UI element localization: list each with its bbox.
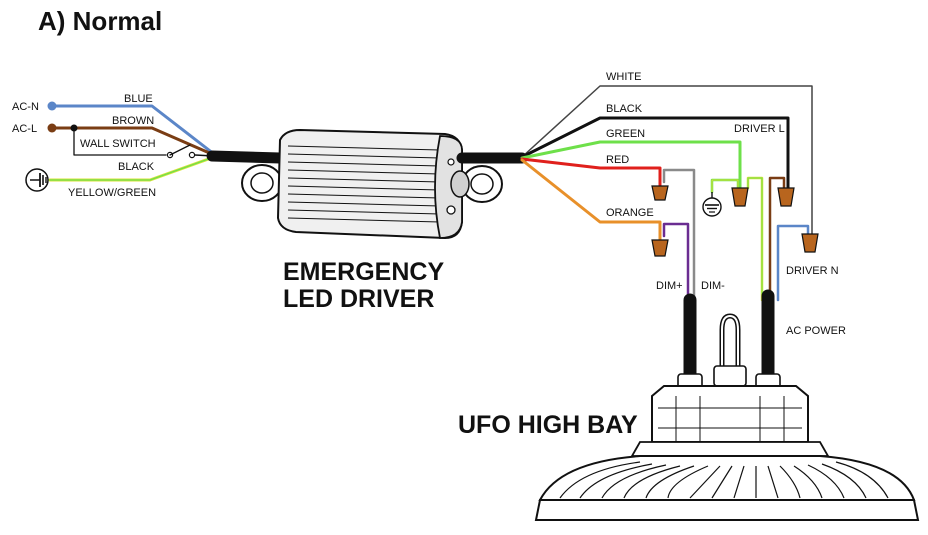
ac-l-label: AC-L bbox=[12, 123, 37, 135]
white-wire bbox=[521, 85, 813, 237]
input-cable bbox=[206, 150, 286, 164]
black-out-label: BLACK bbox=[606, 103, 643, 115]
ufo-high-bay bbox=[534, 289, 920, 521]
green-wire bbox=[520, 140, 742, 192]
diagram-title: A) Normal bbox=[38, 6, 162, 36]
wall-switch-wire bbox=[73, 127, 167, 156]
ground-icon-output bbox=[702, 192, 722, 217]
red-wire bbox=[520, 157, 662, 190]
green-label: GREEN bbox=[606, 128, 645, 140]
wall-switch-label: WALL SWITCH bbox=[80, 138, 156, 150]
dim-minus-label: DIM- bbox=[701, 280, 725, 292]
ac-n-label: AC-N bbox=[12, 101, 39, 113]
black-out-wire bbox=[520, 116, 790, 192]
driver-n-label: DRIVER N bbox=[786, 265, 839, 277]
fixture-name: UFO HIGH BAY bbox=[458, 411, 638, 439]
dim-plus-wire bbox=[662, 222, 690, 312]
white-label: WHITE bbox=[606, 71, 641, 83]
output-wires bbox=[520, 85, 819, 312]
dim-minus-wire bbox=[662, 168, 696, 312]
wire-nut-icon-black bbox=[777, 187, 795, 207]
wire-nut-icon-red bbox=[651, 185, 669, 201]
ground-icon bbox=[25, 168, 49, 192]
brown-wire bbox=[50, 126, 216, 157]
dim-plus-label: DIM+ bbox=[656, 280, 683, 292]
switch-contact-icon bbox=[166, 151, 174, 159]
red-label: RED bbox=[606, 154, 629, 166]
ac-power-yg-wire bbox=[746, 176, 764, 302]
yellow-green-label: YELLOW/GREEN bbox=[68, 187, 156, 199]
yellow-green-wire-stripe bbox=[49, 156, 215, 181]
black-in-label: BLACK bbox=[118, 161, 155, 173]
wire-nut-icon-orange bbox=[651, 239, 669, 257]
switch-contact-icon-2 bbox=[188, 151, 196, 159]
ac-power-blue-wire bbox=[776, 224, 810, 302]
blue-wire bbox=[50, 104, 216, 156]
orange-label: ORANGE bbox=[606, 207, 654, 219]
brown-label: BROWN bbox=[112, 115, 154, 127]
hanging-hook bbox=[719, 313, 741, 368]
ac-power-yg-stripe bbox=[747, 177, 763, 301]
orange-wire bbox=[520, 158, 662, 244]
driver-name-line1: EMERGENCY bbox=[283, 258, 444, 286]
driver-l-label: DRIVER L bbox=[734, 123, 785, 135]
ac-power-brown-wire bbox=[768, 176, 786, 302]
wire-nut-icon-white bbox=[801, 233, 819, 253]
wire-nut-icon-green bbox=[731, 187, 749, 207]
fixture-ground-wire-stripe bbox=[711, 179, 739, 193]
ac-power-label: AC POWER bbox=[786, 325, 846, 337]
switch-lever bbox=[169, 144, 191, 156]
blue-label: BLUE bbox=[124, 93, 153, 105]
driver-name-line2: LED DRIVER bbox=[283, 285, 434, 313]
emergency-driver bbox=[241, 128, 503, 240]
